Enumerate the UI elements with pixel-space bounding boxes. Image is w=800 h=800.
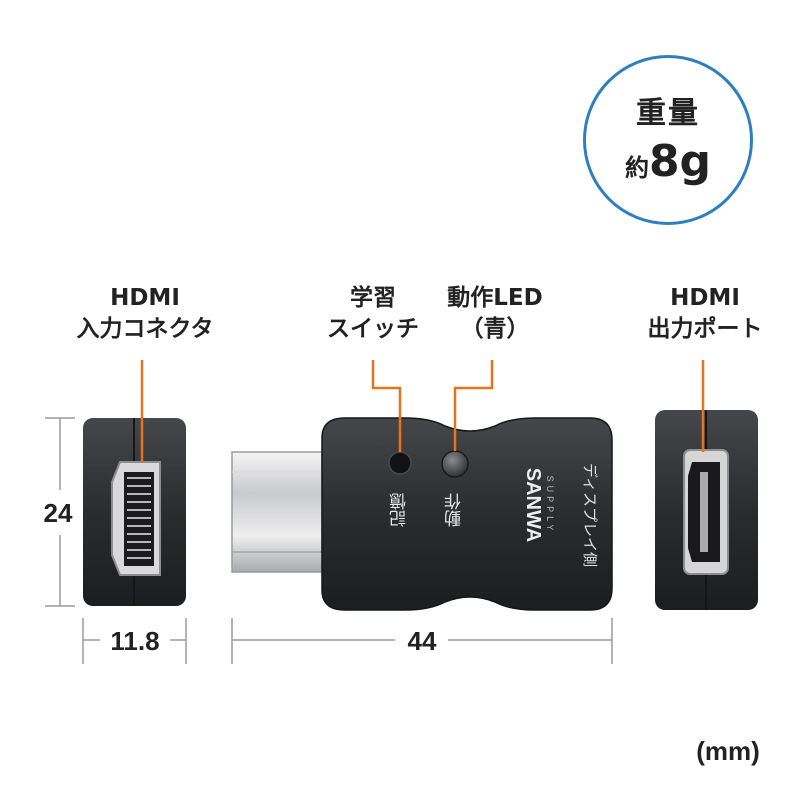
hdmi-input-label-line1: HDMI	[110, 285, 180, 311]
memory-label: 記憶	[390, 492, 411, 527]
dim-depth: 11.8	[110, 626, 159, 656]
leader-learn-switch	[371, 360, 402, 452]
brand-sub-logo: SUPPLY	[545, 476, 555, 535]
weight-prefix: 約	[624, 154, 649, 182]
learn-switch-button[interactable]	[388, 451, 412, 475]
output-port-view	[655, 410, 758, 610]
dimension-lines	[45, 417, 613, 664]
display-side-label: ディスプレイ側	[581, 463, 599, 567]
hdmi-input-label-line2: 入力コネクタ	[76, 316, 214, 342]
operation-label: 動作	[445, 493, 466, 527]
hdmi-output-label: HDMI 出力ポート	[620, 283, 790, 345]
unit-label: (mm)	[696, 736, 760, 766]
learn-switch-label-line2: スイッチ	[327, 316, 419, 342]
input-connector-view	[83, 418, 186, 606]
weight-value-line: 約8g	[586, 136, 750, 187]
callout-leaders	[140, 360, 705, 462]
led-label-line1: 動作LED	[447, 285, 543, 311]
hdmi-output-label-line2: 出力ポート	[647, 316, 763, 342]
dim-length: 44	[408, 626, 437, 656]
dim-height: 24	[44, 498, 73, 528]
hdmi-output-label-line1: HDMI	[670, 285, 740, 311]
led-label: 動作LED （青）	[425, 283, 565, 345]
weight-title: 重量	[636, 96, 700, 131]
operation-led	[441, 450, 469, 478]
weight-value: 8g	[648, 136, 712, 187]
led-label-line2: （青）	[460, 316, 530, 342]
hdmi-input-label: HDMI 入力コネクタ	[55, 283, 235, 345]
brand-logo: SANWA	[522, 468, 544, 542]
learn-switch-label: 学習 スイッチ	[313, 283, 433, 345]
leader-led	[453, 360, 494, 451]
learn-switch-label-line1: 学習	[350, 285, 396, 311]
weight-badge: 重量 約8g	[583, 55, 753, 225]
